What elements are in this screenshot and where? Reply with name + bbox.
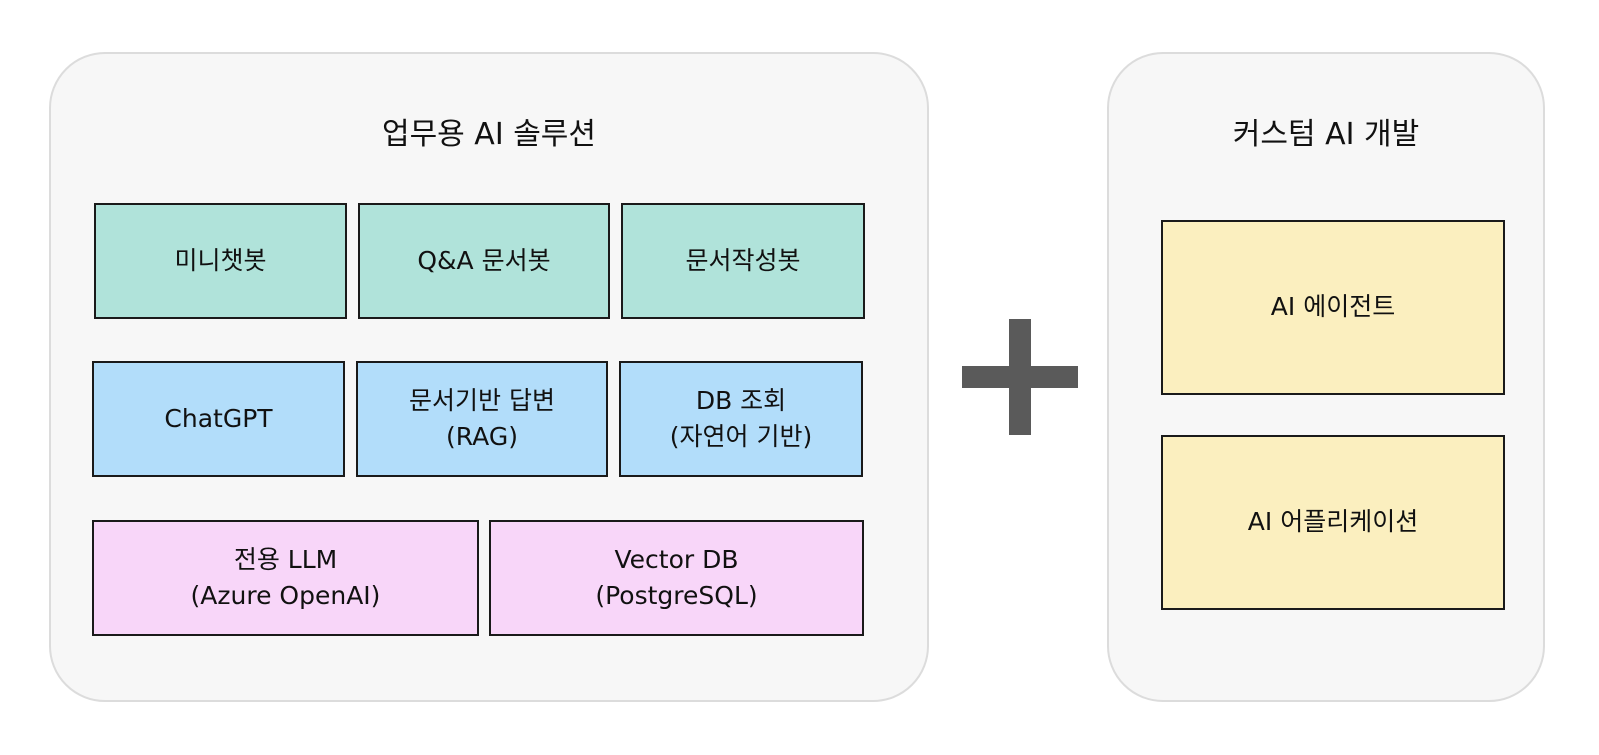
box-line: 미니챗봇 (174, 245, 267, 275)
panel-title-custom-ai: 커스텀 AI 개발 (1232, 117, 1420, 152)
rag-answer-box: 문서기반 답변 (RAG) (356, 361, 608, 477)
plus-icon (962, 319, 1078, 435)
mini-chatbot-box: 미니챗봇 (94, 203, 347, 319)
box-line: 문서기반 답변 (409, 385, 555, 415)
plus-vertical-bar (1009, 319, 1031, 435)
box-line: (RAG) (446, 422, 518, 451)
box-line: 전용 LLM (233, 544, 338, 574)
box-line: (PostgreSQL) (595, 581, 758, 610)
ai-application-box: AI 어플리케이션 (1161, 435, 1505, 610)
db-query-box: DB 조회 (자연어 기반) (619, 361, 863, 477)
box-line: 문서작성봇 (685, 245, 801, 275)
box-line: Q&A 문서봇 (417, 245, 551, 275)
box-line: ChatGPT (164, 403, 273, 433)
panel-title-business-ai: 업무용 AI 솔루션 (381, 117, 597, 152)
chatgpt-box: ChatGPT (92, 361, 345, 477)
box-line: AI 어플리케이션 (1247, 507, 1419, 537)
box-line: AI 에이전트 (1270, 292, 1396, 322)
qa-docbot-box: Q&A 문서봇 (358, 203, 610, 319)
vector-db-box: Vector DB (PostgreSQL) (489, 520, 864, 636)
business-ai-solutions-panel: 업무용 AI 솔루션 미니챗봇 Q&A 문서봇 문서작성봇 ChatGPT 문서… (49, 52, 929, 702)
box-line: (Azure OpenAI) (190, 581, 381, 610)
ai-agent-box: AI 에이전트 (1161, 220, 1505, 395)
box-line: Vector DB (614, 544, 739, 574)
box-line: (자연어 기반) (669, 422, 813, 451)
box-line: DB 조회 (695, 385, 787, 415)
custom-ai-development-panel: 커스텀 AI 개발 AI 에이전트 AI 어플리케이션 (1107, 52, 1545, 702)
doc-writing-bot-box: 문서작성봇 (621, 203, 865, 319)
dedicated-llm-box: 전용 LLM (Azure OpenAI) (92, 520, 479, 636)
